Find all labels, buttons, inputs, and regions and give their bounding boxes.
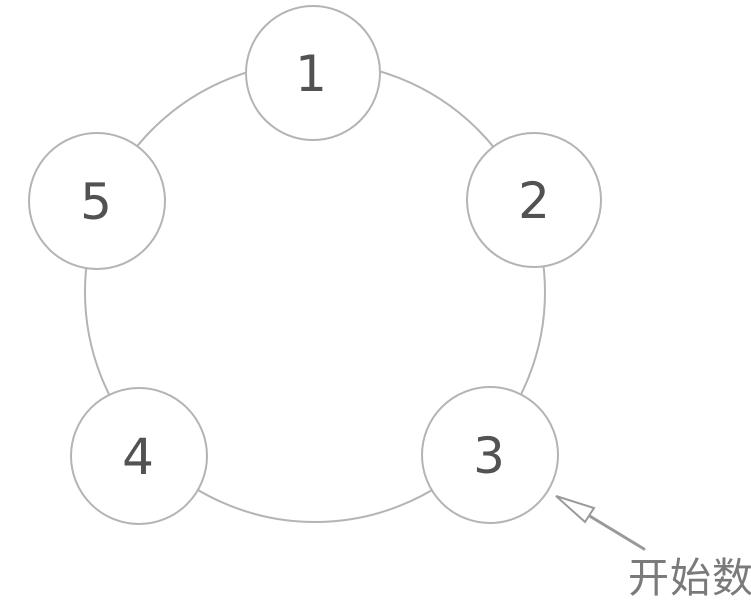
- node-4-label: 4: [122, 428, 154, 486]
- node-4: 4: [70, 387, 208, 525]
- node-2-circle: [466, 132, 602, 268]
- node-4-circle: [70, 387, 208, 525]
- node-3-circle: [421, 386, 559, 524]
- node-1-label: 1: [295, 45, 327, 103]
- node-5: 5: [28, 132, 166, 270]
- start-pointer-arrow: [555, 495, 646, 551]
- node-2: 2: [466, 132, 602, 268]
- node-1: 1: [245, 5, 381, 141]
- node-1-circle: [245, 5, 381, 141]
- start-annotation-label: 开始数: [628, 554, 751, 602]
- node-3: 3: [421, 386, 559, 524]
- node-5-circle: [28, 132, 166, 270]
- arrow-head-icon: [555, 495, 596, 524]
- arrow-shaft: [586, 513, 646, 551]
- node-3-label: 3: [473, 427, 505, 485]
- node-5-label: 5: [80, 173, 112, 231]
- node-2-label: 2: [518, 172, 550, 230]
